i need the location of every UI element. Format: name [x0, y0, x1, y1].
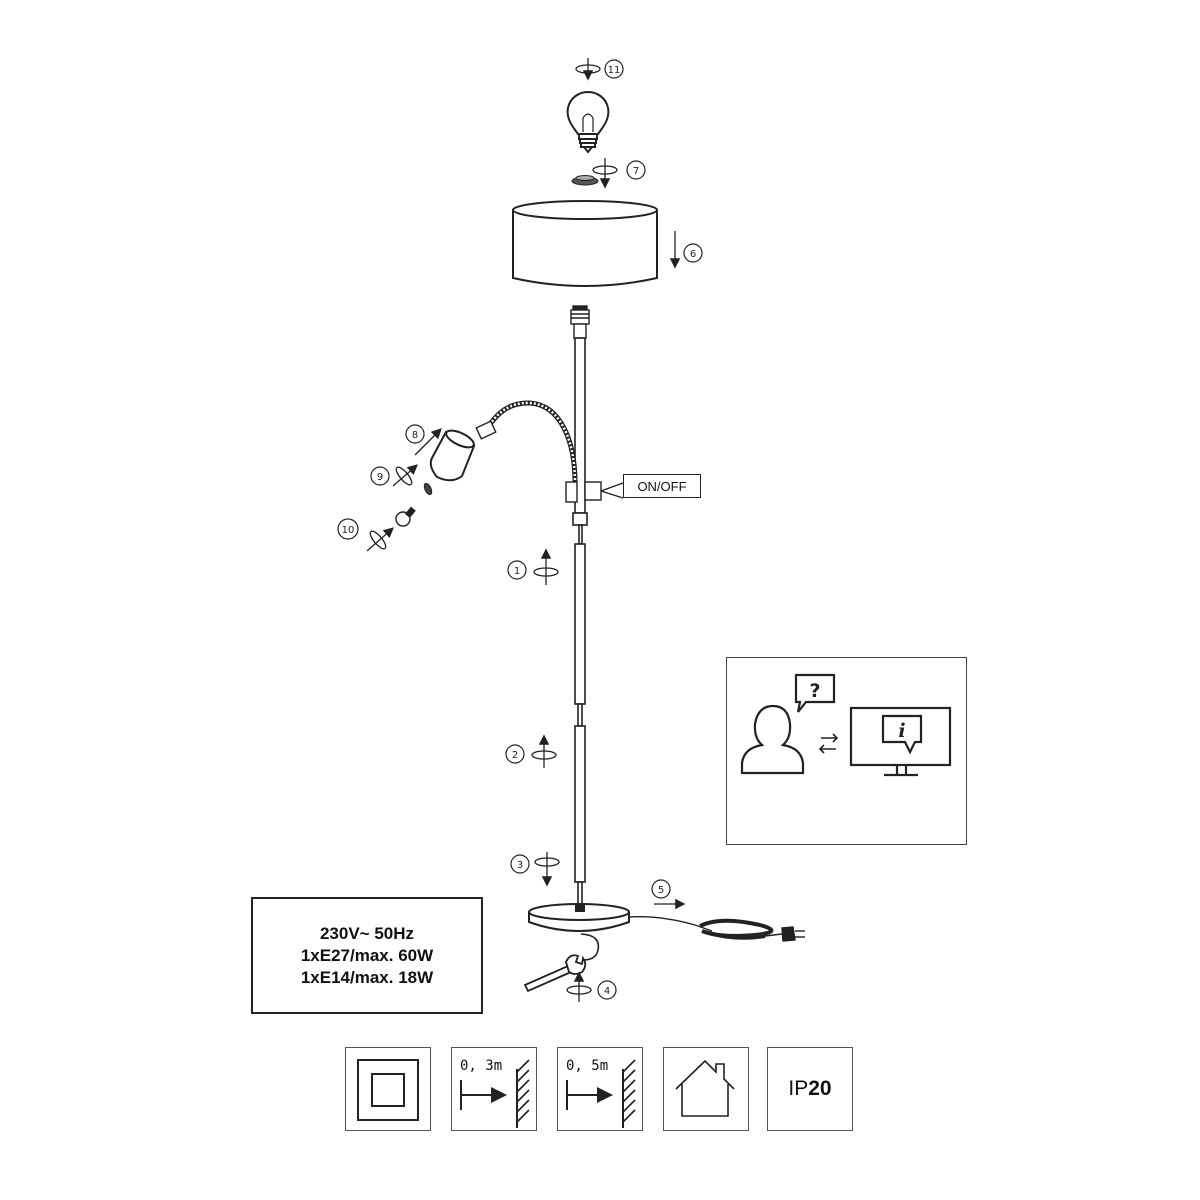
question-mark: ? [809, 680, 820, 702]
symbol-class-ii [345, 1047, 431, 1131]
step-3-marker: 3 [510, 854, 530, 874]
customer-info-panel [726, 657, 967, 845]
electrical-specifications-box: 230V~ 50Hz 1xE27/max. 60W 1xE14/max. 18W [251, 897, 483, 1014]
swap-arrows-icon [818, 733, 839, 754]
spec-e14-bulb: 1xE14/max. 18W [300, 967, 434, 987]
step-4-marker: 4 [597, 980, 617, 1000]
svg-text:6: 6 [690, 249, 696, 260]
step-3-rotate-icon [534, 852, 560, 887]
ip-prefix: IP [788, 1077, 809, 1100]
step-4-rotate-icon [566, 971, 592, 1002]
small-ring-icon [423, 482, 433, 496]
step-2-rotate-icon [531, 734, 557, 768]
step-1-marker: 1 [507, 560, 527, 580]
class-ii-double-insulation-icon [357, 1059, 419, 1121]
step-11-rotate-icon [575, 58, 601, 81]
question-bubble-icon [794, 673, 836, 713]
person-icon [740, 704, 805, 775]
spec-e27-bulb: 1xE27/max. 60W [300, 945, 434, 965]
base-screw-icon [580, 933, 600, 961]
distance-05m-label: 0, 5m [566, 1058, 609, 1074]
step-7-marker: 7 [626, 160, 646, 180]
step-7-rotate-icon [592, 158, 618, 189]
step-1-rotate-icon [533, 548, 559, 585]
lamp-base-icon [528, 903, 630, 932]
step-8-arrow-icon [414, 428, 442, 456]
svg-text:7: 7 [633, 166, 639, 177]
step-6-marker: 6 [683, 243, 703, 263]
wrench-tool-icon [523, 954, 587, 993]
pole-section-2 [574, 725, 586, 911]
symbol-distance-05m: 0, 5m [557, 1047, 643, 1131]
step-5-marker: 5 [651, 879, 671, 899]
power-plug-icon [781, 926, 805, 942]
step-8-marker: 8 [405, 424, 425, 444]
light-bulb-e14-icon [395, 506, 416, 527]
svg-text:10: 10 [342, 525, 355, 536]
distance-03m-icon [460, 1059, 530, 1128]
svg-text:1: 1 [514, 566, 520, 577]
reading-lamp-shade-icon [429, 429, 476, 482]
svg-text:9: 9 [377, 472, 383, 483]
switch-housing [584, 481, 624, 501]
customer-support-illustration [740, 673, 952, 777]
step-11-marker: 11 [604, 59, 624, 79]
indoor-use-house-icon [675, 1059, 735, 1117]
symbol-distance-03m: 0, 3m [451, 1047, 537, 1131]
svg-text:5: 5 [658, 885, 664, 896]
monitor-icon [849, 706, 952, 767]
svg-text:8: 8 [412, 430, 418, 441]
step-2-marker: 2 [505, 744, 525, 764]
power-cable-icon [628, 916, 783, 940]
ip-number: 20 [808, 1077, 832, 1100]
svg-text:3: 3 [517, 860, 523, 871]
reading-lamp-socket-icon [475, 420, 497, 440]
svg-text:2: 2 [512, 750, 518, 761]
step-9-rotate-icon [392, 464, 418, 487]
step-9-marker: 9 [370, 466, 390, 486]
light-bulb-e27-icon [566, 90, 610, 154]
svg-text:11: 11 [608, 65, 621, 76]
step-10-marker: 10 [337, 518, 359, 540]
lamp-holder-icon [570, 305, 590, 339]
lampshade-drum-icon [512, 200, 658, 287]
distance-03m-label: 0, 3m [460, 1058, 503, 1074]
switch-on-off-label: ON/OFF [623, 474, 701, 498]
distance-05m-icon [566, 1059, 636, 1128]
ring-nut-icon [571, 175, 599, 186]
gooseneck-arm [488, 400, 578, 503]
svg-text:4: 4 [604, 986, 610, 997]
spec-voltage: 230V~ 50Hz [319, 923, 415, 943]
info-mark: i [898, 720, 905, 742]
upper-pole-section [572, 337, 588, 526]
symbol-indoor-use [663, 1047, 749, 1131]
info-bubble-icon [881, 714, 923, 755]
step-10-rotate-icon [366, 527, 394, 552]
pole-section-1 [574, 524, 586, 727]
